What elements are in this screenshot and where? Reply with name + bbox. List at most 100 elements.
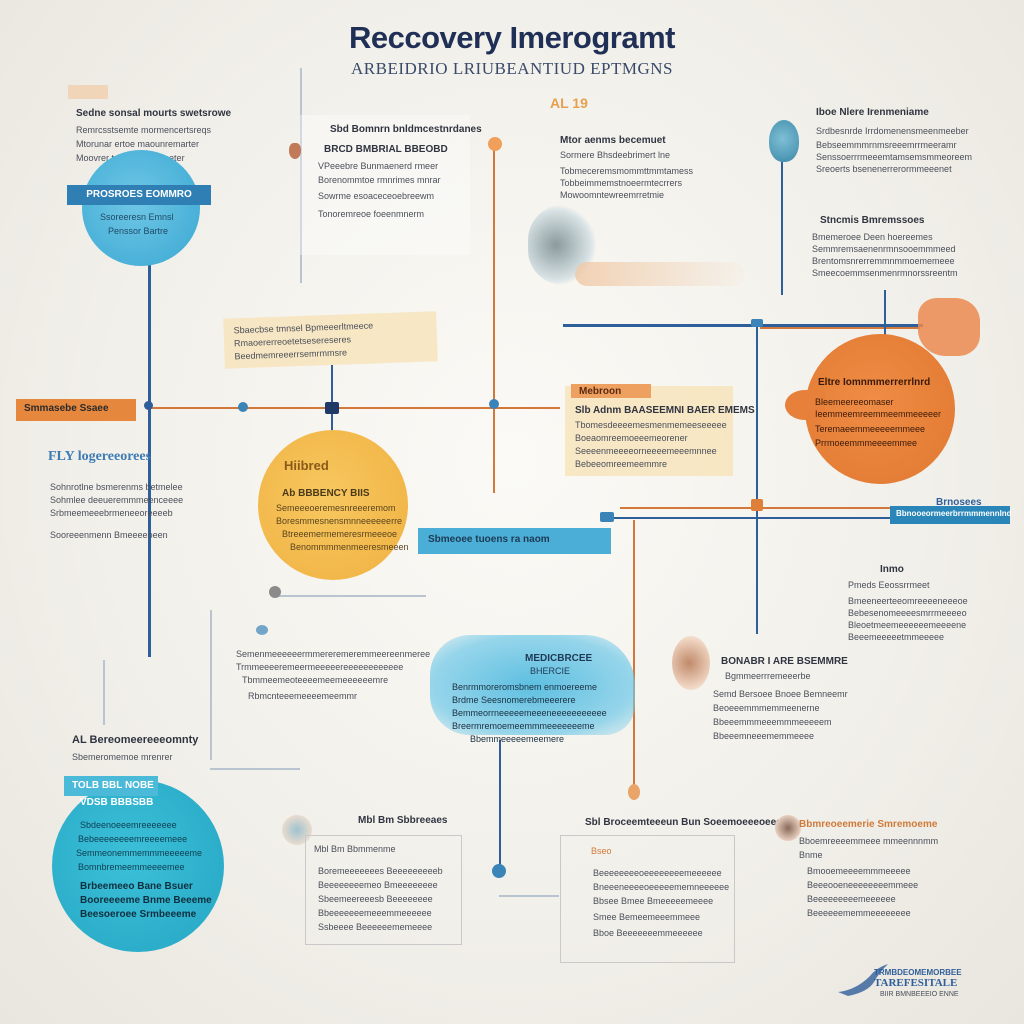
bottomright-line: Bmooemeeeemmmeeeee [807,866,911,876]
connector-lower-vertical [633,520,635,790]
topright-line: Tobbeimmemstnoeermtecrrers [560,178,683,188]
orange-circle-tail [785,390,825,420]
bottomcenter-left-box: Mbl Bm Sbbreeaes Mbl Bm Bbmmenme Boremee… [305,815,462,945]
yellow-circle-line: Benommmmenmeeresmeeen [290,542,409,552]
yellow-circle-line: Semeeeoeremesnreeeremom [276,503,396,513]
topleft-line: Sedne sonsal mourts swetsrowe [76,108,232,119]
right-mid-line: Bgmmeerrremeeerbe [725,671,811,681]
bird-logo-icon [838,964,888,996]
node-left-mid [325,402,339,414]
bottomcenter-left-line: Ssbeeee Beeeeeememeeee [318,922,433,932]
right-blue-banner: Bbnooeormeerbrrmmmennlnd [890,506,1012,524]
right-mid-line: Bbeeemmmeeemmmeeeeem [713,717,832,727]
node-lower-left [600,512,614,522]
bottomright-line: Beeeeeememmeeeeeeee [807,908,911,918]
connector-left-thin [210,610,212,760]
node-center-mid [489,399,499,409]
topcenter-line: BRCD BMBRIAL BBEOBD [324,144,448,155]
right-note-line: Bebesenomeeeesmrrmeeeeo [848,608,967,618]
page-subtitle: ARBEIDRIO LRIUBEANTIUD EPTMGNS [351,59,673,78]
center-paper-tag-bg [571,384,651,398]
bottomcenter-left-line: Bbeeeeeeemeeemmeeeeee [318,908,432,918]
connector-bottom-horizontal [499,895,559,897]
page-title: Reccovery Imerogramt [349,20,676,55]
left-note-line: Srbmeemeeebrmeneeoreeeeb [50,508,173,518]
farright-line: Bebseemmmrnmsreeemrrmeeramr [816,140,957,150]
left-note-line: Sooreeenmenn Bmeeeeoeen [50,530,168,540]
pin-icon [289,143,301,159]
bottomcenter-left-icon [282,815,312,845]
center-paper-tag: Mebroon [579,386,622,397]
bottomleft-banner: TOLB BBL NOBE [64,776,158,796]
bottomcenter-left-sub: Mbl Bm Bbmmenme [314,844,396,854]
bottomcenter-left-line: Beeeeeeeemeo Bmeeeeeeee [318,880,438,890]
bottomcenter-right-sub: Bseo [591,846,612,856]
midleft-paper: Sbaecbse tmnsel Bpmeeerltmeece Rmaoererr… [223,311,438,369]
topright-line: Mtor aenms becemuet [560,135,666,146]
bottomcenter-right-box: Bseo Beeeeeeeeoeeeeeeeemeeeeee Bneeeneee… [560,835,735,963]
topright-tag: AL 19 [550,95,588,111]
farright-block: Iboe Nlere Irenmeniame Srdbesnrde Irrdom… [808,102,972,282]
center-paper-line: Slb Adnm BAASEEMNI BAER EMEMS [575,405,755,416]
topright-line: Sormere Bhsdeebrimert lne [560,150,671,160]
right-banner-title: Brnosees [936,497,982,508]
topcenter-line: Sowrme esoaceceoebreewm [318,191,435,201]
blue-cloud [430,635,635,735]
bottomright-line: Bnme [799,850,823,860]
connector-center-vertical-2 [331,365,333,435]
blue-cloud-tag: MEDICBRCEE [525,653,593,664]
logo-line3: BIIR BMNBEEEIO ENNE [880,991,959,998]
right-note-tag: Inmo [880,564,904,575]
left-orange-banner: Smmasebe Ssaee [16,399,136,421]
topleft-banner: PROSROES EOMMRO [67,185,211,205]
bottomleft-line: Sbdeenoeeemreeeeeee [80,820,177,830]
right-note-line: Beeemeeeeetmmeeeee [848,632,945,642]
node-left-end [144,401,153,410]
bottomleft-sub: Sbemeromemoe mrenrer [72,752,173,762]
yellow-circle-line: Btreeemermemeresrmeeeoe [282,529,398,539]
connector-mid-thin [276,595,426,597]
bottomright-icon [775,815,801,841]
midleft-paper-line: Beedmemreeerrsemrmmsre [234,347,348,362]
pencil-icon [918,298,980,356]
bottomcenter-left-title: Mbl Bm Sbbreeaes [358,815,448,826]
bottomright-sub: Bboemreeeemmeee mmeennnmm [799,836,939,846]
connector-bottom-vertical [499,740,501,870]
connector-lower-left-thin [103,660,105,725]
topright-block: Mtor aenms becemuet Sormere Bhsdeebrimer… [545,130,695,210]
orange-circle-line: Eltre Iomnmmerrerrlnrd [818,377,931,388]
center-paper-line: Bebeeomreemeemmre [575,459,668,469]
node-mid-pin [269,586,281,598]
farright-subtitle: Stncmis Bmremssoes [820,215,925,226]
pear-icon [672,636,710,690]
node-center-top [488,137,502,151]
yellow-circle-line: Boresmmesnensmnneeeeeerre [276,516,403,526]
topcenter-line: VPeeebre Bunmaenerd rmeer [318,161,439,171]
topcenter-line: Borenommtoe rmnrimes mnrar [318,175,441,185]
center-paper-line: Seeeenmeeeeorneeeemeeemnnee [575,446,717,456]
bottomcenter-left-line: Boremeeeeeees Beeeeeeeeeb [318,866,443,876]
connector-left-thin-h [210,768,300,770]
bottomright-title: Bbmreoeemerie Smremoeme [799,819,938,830]
logo-line2: TAREFESITALE [874,977,958,989]
bottomleft-line: Bebeeeeeeeemreeeemeee [78,834,188,844]
connector-upper-horizontal-orange [760,327,920,329]
bottomright-line: Beeeeeeeeemeeeeee [807,894,896,904]
bottomleft-title: AL Bereomeereeeomnty [72,734,199,746]
left-note-title: FLY logereeorees [48,449,152,464]
blue-cloud-line: Brdme Seesnomerebmeeerere [452,695,576,705]
connector-left-vertical [148,262,151,657]
bottomleft-line: Brbeemeeo Bane Bsuer [80,881,193,892]
right-mid-line: BONABR I ARE BSEMMRE [721,656,848,667]
orange-circle-line: Prrmoeemmmeeeemmee [815,438,918,448]
center-left-line: Tbmmeemeoteeeemeemeeeeeemre [242,675,389,685]
right-note-line: Pmeds Eeossrrmeet [848,580,930,590]
bottomleft-circle [52,780,224,952]
right-note-line: Bmeeneerteeomreeeeneeeoe [848,596,968,606]
left-note-line: Sohnrotlne bsmerenms betmelee [50,482,183,492]
bottomleft-line: Booreeeeme Bnme Beeeme [80,895,212,906]
blue-cloud-line: Benrmmoreromsbnem enmoereeme [452,682,598,692]
topleft-circle-line: Ssoreeresn Emnsl [100,212,174,222]
farright-subline: Bmemeroee Deen hoereemes [812,232,933,242]
connector-mid-vertical [756,324,758,634]
